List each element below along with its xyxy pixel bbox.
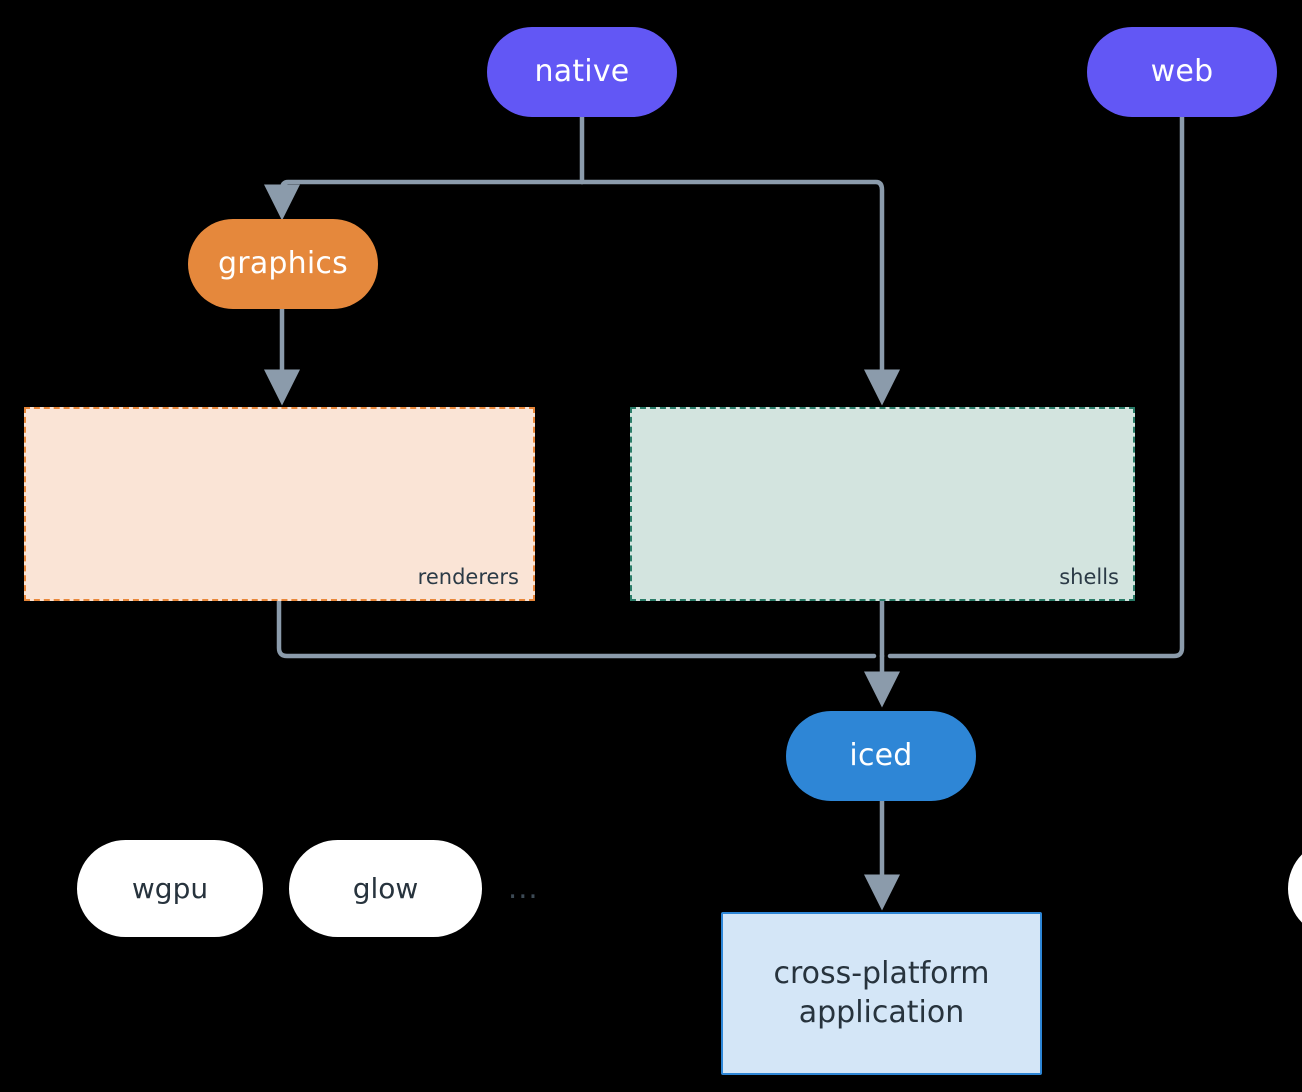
cluster-renderers: wgpu glow ... renderers bbox=[24, 407, 538, 937]
node-iced[interactable]: iced bbox=[786, 711, 976, 801]
node-web-label: web bbox=[1150, 53, 1214, 89]
edge-renderers-to-iced bbox=[276, 598, 877, 659]
node-glow[interactable]: glow bbox=[289, 840, 482, 937]
node-native-label: native bbox=[534, 53, 630, 89]
edge-native-to-shells bbox=[579, 179, 900, 406]
cluster-renderers-label: renderers bbox=[417, 565, 519, 589]
node-app-label-line2: application bbox=[798, 994, 965, 1030]
cluster-shells: winit glutin ... shells bbox=[630, 407, 1302, 937]
node-graphics-label: graphics bbox=[218, 245, 348, 281]
cluster-shells-label: shells bbox=[1059, 565, 1119, 589]
node-app-label-line1: cross-platform bbox=[773, 956, 990, 992]
node-web[interactable]: web bbox=[1087, 27, 1277, 117]
node-wgpu-label: wgpu bbox=[131, 872, 209, 905]
node-iced-label: iced bbox=[849, 737, 913, 773]
node-native[interactable]: native bbox=[487, 27, 677, 117]
edge-native-to-graphics bbox=[264, 179, 585, 221]
node-cross-platform-application[interactable]: cross-platform application bbox=[721, 912, 1042, 1075]
node-glow-label: glow bbox=[352, 872, 419, 905]
renderers-overflow-ellipsis: ... bbox=[508, 871, 539, 905]
node-winit[interactable]: winit bbox=[1288, 840, 1302, 937]
node-graphics[interactable]: graphics bbox=[188, 219, 378, 309]
node-wgpu[interactable]: wgpu bbox=[77, 840, 263, 937]
